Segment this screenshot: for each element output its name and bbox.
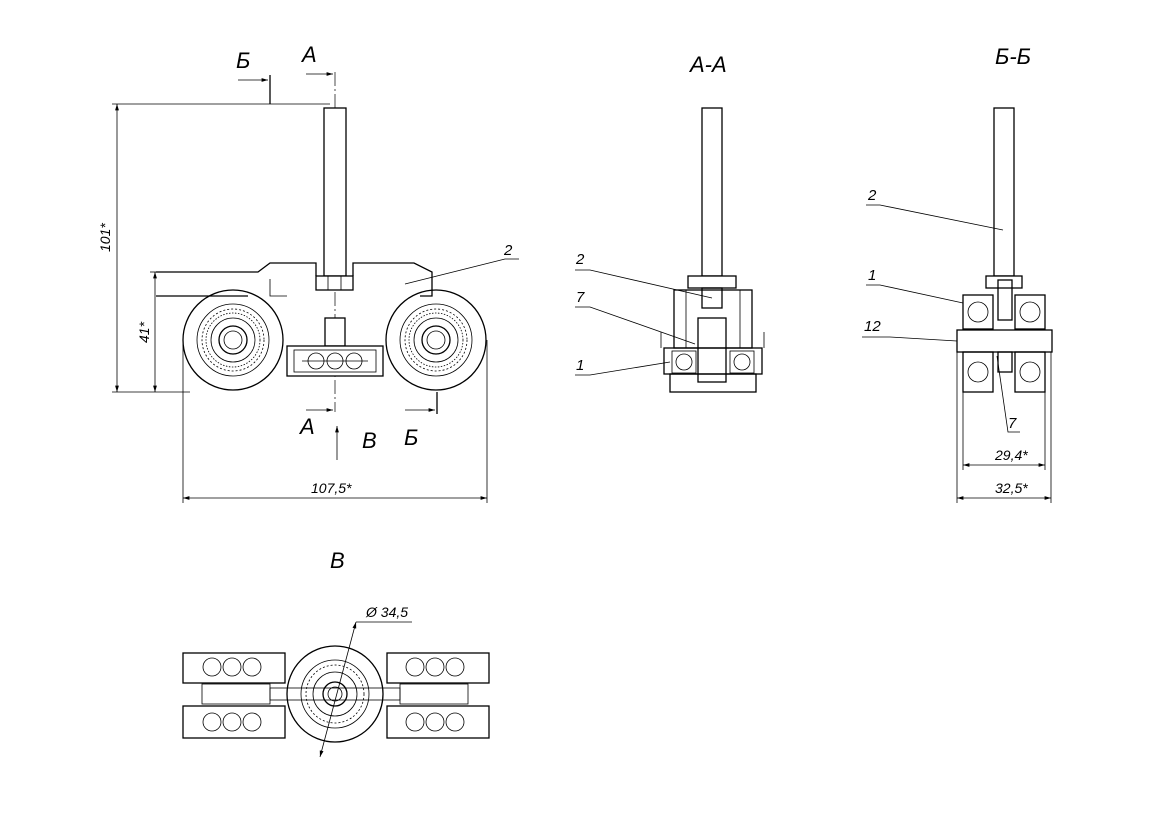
right-wheel	[385, 289, 487, 391]
leader-aa-1: 1	[576, 357, 584, 374]
center-roller	[286, 317, 384, 377]
dim-height-body: 41*	[136, 321, 152, 343]
cut-marker-b-bottom: Б	[404, 425, 418, 450]
main-stud	[323, 107, 347, 277]
main-plate	[156, 262, 433, 297]
cut-marker-a-bottom: А	[298, 414, 315, 439]
leader-main-2: 2	[503, 242, 513, 259]
main-nut	[315, 275, 354, 291]
main-view: 101* 41* 107,5* Б А А Б В 2	[97, 42, 519, 503]
leader-bb-7: 7	[1008, 415, 1017, 432]
view-v: В Ø 34,5	[182, 548, 490, 758]
section-aa-title: А-А	[688, 52, 727, 77]
section-aa: А-А 2 7 1	[575, 52, 765, 393]
leader-aa-7: 7	[576, 289, 585, 306]
cut-marker-b-top: Б	[236, 48, 250, 73]
dim-width-total: 107,5*	[311, 480, 352, 496]
left-wheel	[182, 289, 284, 391]
view-v-title: В	[330, 548, 345, 573]
leader-aa-2: 2	[575, 251, 585, 268]
cut-marker-a-top: А	[300, 42, 317, 67]
dim-height-total: 101*	[97, 223, 113, 252]
dim-width-bb-inner: 29,4*	[994, 447, 1028, 463]
section-bb-title: Б-Б	[995, 44, 1031, 69]
leader-bb-12: 12	[864, 318, 881, 335]
dim-width-bb-outer: 32,5*	[995, 480, 1028, 496]
leader-bb-1: 1	[868, 267, 876, 284]
leader-bb-2: 2	[867, 187, 877, 204]
view-marker-v: В	[362, 428, 377, 453]
section-bb: Б-Б 29,4* 32,5* 2 1 12 7	[862, 44, 1053, 503]
dim-diameter-wheel: Ø 34,5	[365, 604, 408, 620]
